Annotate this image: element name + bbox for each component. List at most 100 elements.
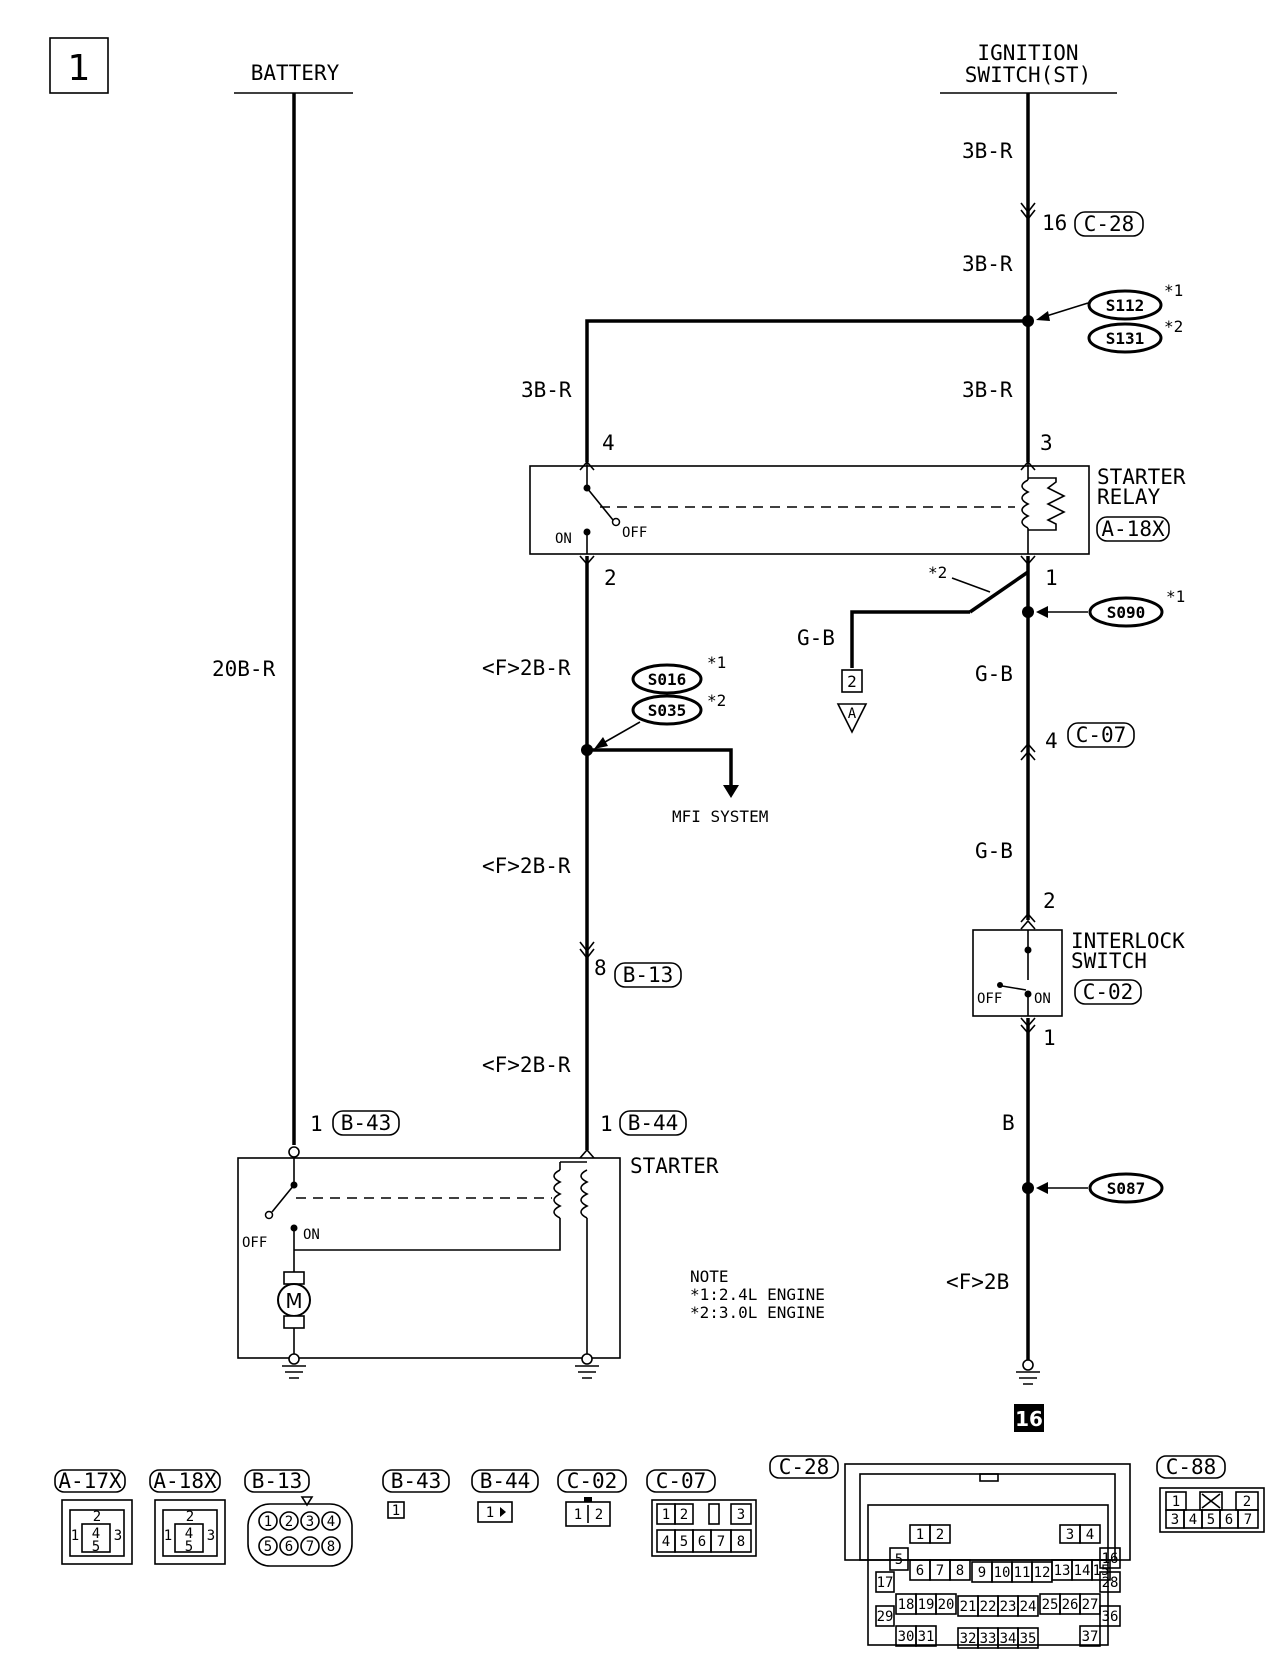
cv-c28-cell (1099, 1571, 1121, 1593)
cv-c28-outer (844, 1463, 1131, 1561)
cv-c28-pin: 6 (916, 1563, 924, 1579)
ground-terminal-right (1022, 1359, 1034, 1371)
cv-a17x-pin: 4 (92, 1526, 100, 1542)
cv-c28-pin: 14 (1074, 1563, 1091, 1579)
cv-c28-pin: 22 (980, 1599, 997, 1615)
cv-b13-tag (244, 1469, 310, 1493)
relay-out-color-2: <F>2B-R (482, 854, 571, 878)
offpage-triangle (836, 703, 868, 734)
gb-color-1: G-B (975, 662, 1013, 686)
c07-arrow (1020, 742, 1036, 761)
relay-off-contact (611, 517, 621, 527)
b43-pin: 1 (310, 1112, 323, 1136)
cv-c28-pin: 29 (877, 1609, 894, 1625)
motor-brush-top (283, 1271, 305, 1285)
cv-c28-pin: 27 (1082, 1597, 1099, 1613)
cv-c07-pin: 3 (737, 1507, 745, 1523)
cv-b44-pin: 1 (486, 1505, 494, 1521)
b44-pin: 1 (600, 1112, 613, 1136)
cv-c28-pin: 4 (1086, 1527, 1094, 1543)
cv-c28-pin: 30 (898, 1629, 915, 1645)
cv-c07-tag (646, 1469, 716, 1493)
cv-a18x-pin: 4 (185, 1526, 193, 1542)
starter-coil-feed (294, 1218, 561, 1251)
splice-s131-note: *2 (1164, 317, 1183, 336)
cv-c28-cell (889, 1547, 909, 1571)
cv-c88-pin: 3 (1171, 1512, 1179, 1528)
cv-c02-pin: 2 (595, 1507, 603, 1523)
cv-a18x-tag (149, 1469, 221, 1493)
cv-c28-cell (1017, 1627, 1039, 1649)
cv-c28-latch (979, 1473, 999, 1482)
cv-c28-cell (1099, 1605, 1121, 1627)
cv-c07-cell (708, 1503, 720, 1525)
ground-terminal-coil (581, 1353, 593, 1365)
ignition-label-2: SWITCH(ST) (965, 63, 1091, 87)
interlock-on-label: ON (1034, 991, 1051, 1007)
cv-c28-frame (859, 1473, 1116, 1561)
relay-out-color-1: <F>2B-R (482, 656, 571, 680)
starter-relay-box (529, 465, 1090, 555)
ground-color-f: <F>2B (946, 1270, 1009, 1294)
cv-c28-cell (915, 1625, 937, 1647)
cv-b44-key (500, 1507, 506, 1517)
cv-b44-name: B-44 (480, 1469, 531, 1493)
starter-box (237, 1157, 621, 1359)
cv-c28-pin: 37 (1082, 1629, 1099, 1645)
cv-c07-cell (730, 1529, 752, 1553)
cv-b13-pin-ring (258, 1536, 278, 1556)
cv-a18x-name: A-18X (153, 1469, 217, 1493)
cv-b13-pin: 4 (327, 1514, 335, 1530)
note-title: NOTE (690, 1267, 729, 1286)
interlock-off-stub (1001, 985, 1027, 991)
b13-arrow (579, 941, 595, 960)
cv-b13-pin-ring (321, 1536, 341, 1556)
cv-b13-latch (300, 1496, 314, 1507)
cv-c02-pin: 1 (574, 1507, 582, 1523)
c28-arrow (1020, 202, 1036, 221)
starter-motor-label: M (285, 1289, 302, 1313)
interlock-switch-box (972, 929, 1063, 1017)
splice-s016 (631, 663, 703, 695)
cv-b13-pin-ring (321, 1511, 341, 1531)
starter-on-label: ON (303, 1227, 320, 1243)
mfi-label: MFI SYSTEM (672, 807, 768, 826)
branch-wire (585, 319, 1028, 462)
cv-a18x-pin: 5 (185, 1539, 193, 1555)
cv-b13-pin: 3 (306, 1514, 314, 1530)
cv-a17x-pin: 3 (114, 1528, 122, 1544)
c28-tag (1074, 211, 1144, 237)
ground-color-b: B (1002, 1111, 1015, 1135)
cv-c28-pin: 12 (1034, 1565, 1051, 1581)
cv-c28-pin: 11 (1014, 1565, 1031, 1581)
mfi-wire (587, 748, 733, 790)
battery-label: BATTERY (251, 61, 340, 85)
cv-c28-pin: 17 (877, 1575, 894, 1591)
cv-c07-cell (730, 1503, 752, 1525)
cv-b43-name: B-43 (391, 1469, 442, 1493)
cv-c88-cells (1165, 1491, 1259, 1529)
cv-c28-pin: 19 (918, 1597, 935, 1613)
page-ref: 16 (1015, 1407, 1043, 1431)
cv-c07-body (651, 1499, 757, 1557)
a18x-tag (1096, 516, 1170, 542)
cv-a17x-name: A-17X (58, 1469, 122, 1493)
offpage-pin: 2 (847, 672, 857, 691)
c02-tag (1074, 979, 1142, 1005)
cv-c28-pin: 13 (1054, 1563, 1071, 1579)
cv-c28-pin: 23 (1000, 1599, 1017, 1615)
cv-b13-pin: 6 (285, 1539, 293, 1555)
cv-b13-pin-ring (300, 1511, 320, 1531)
cv-c07-pin: 7 (717, 1534, 725, 1550)
starter-label: STARTER (630, 1154, 719, 1178)
cv-c28-pin: 21 (960, 1599, 977, 1615)
cv-c28-pin: 5 (895, 1552, 903, 1568)
a18x-name: A-18X (1101, 517, 1165, 541)
cv-c88-pin: 1 (1172, 1494, 1180, 1510)
relay-coil (1021, 479, 1030, 529)
cv-a17x-body (61, 1499, 133, 1565)
cv-a17x-pin: 2 (93, 1509, 101, 1525)
s2-diag-pointer (951, 577, 991, 593)
cv-c07-cells (656, 1503, 752, 1553)
splice-s016-label: S016 (648, 670, 687, 689)
